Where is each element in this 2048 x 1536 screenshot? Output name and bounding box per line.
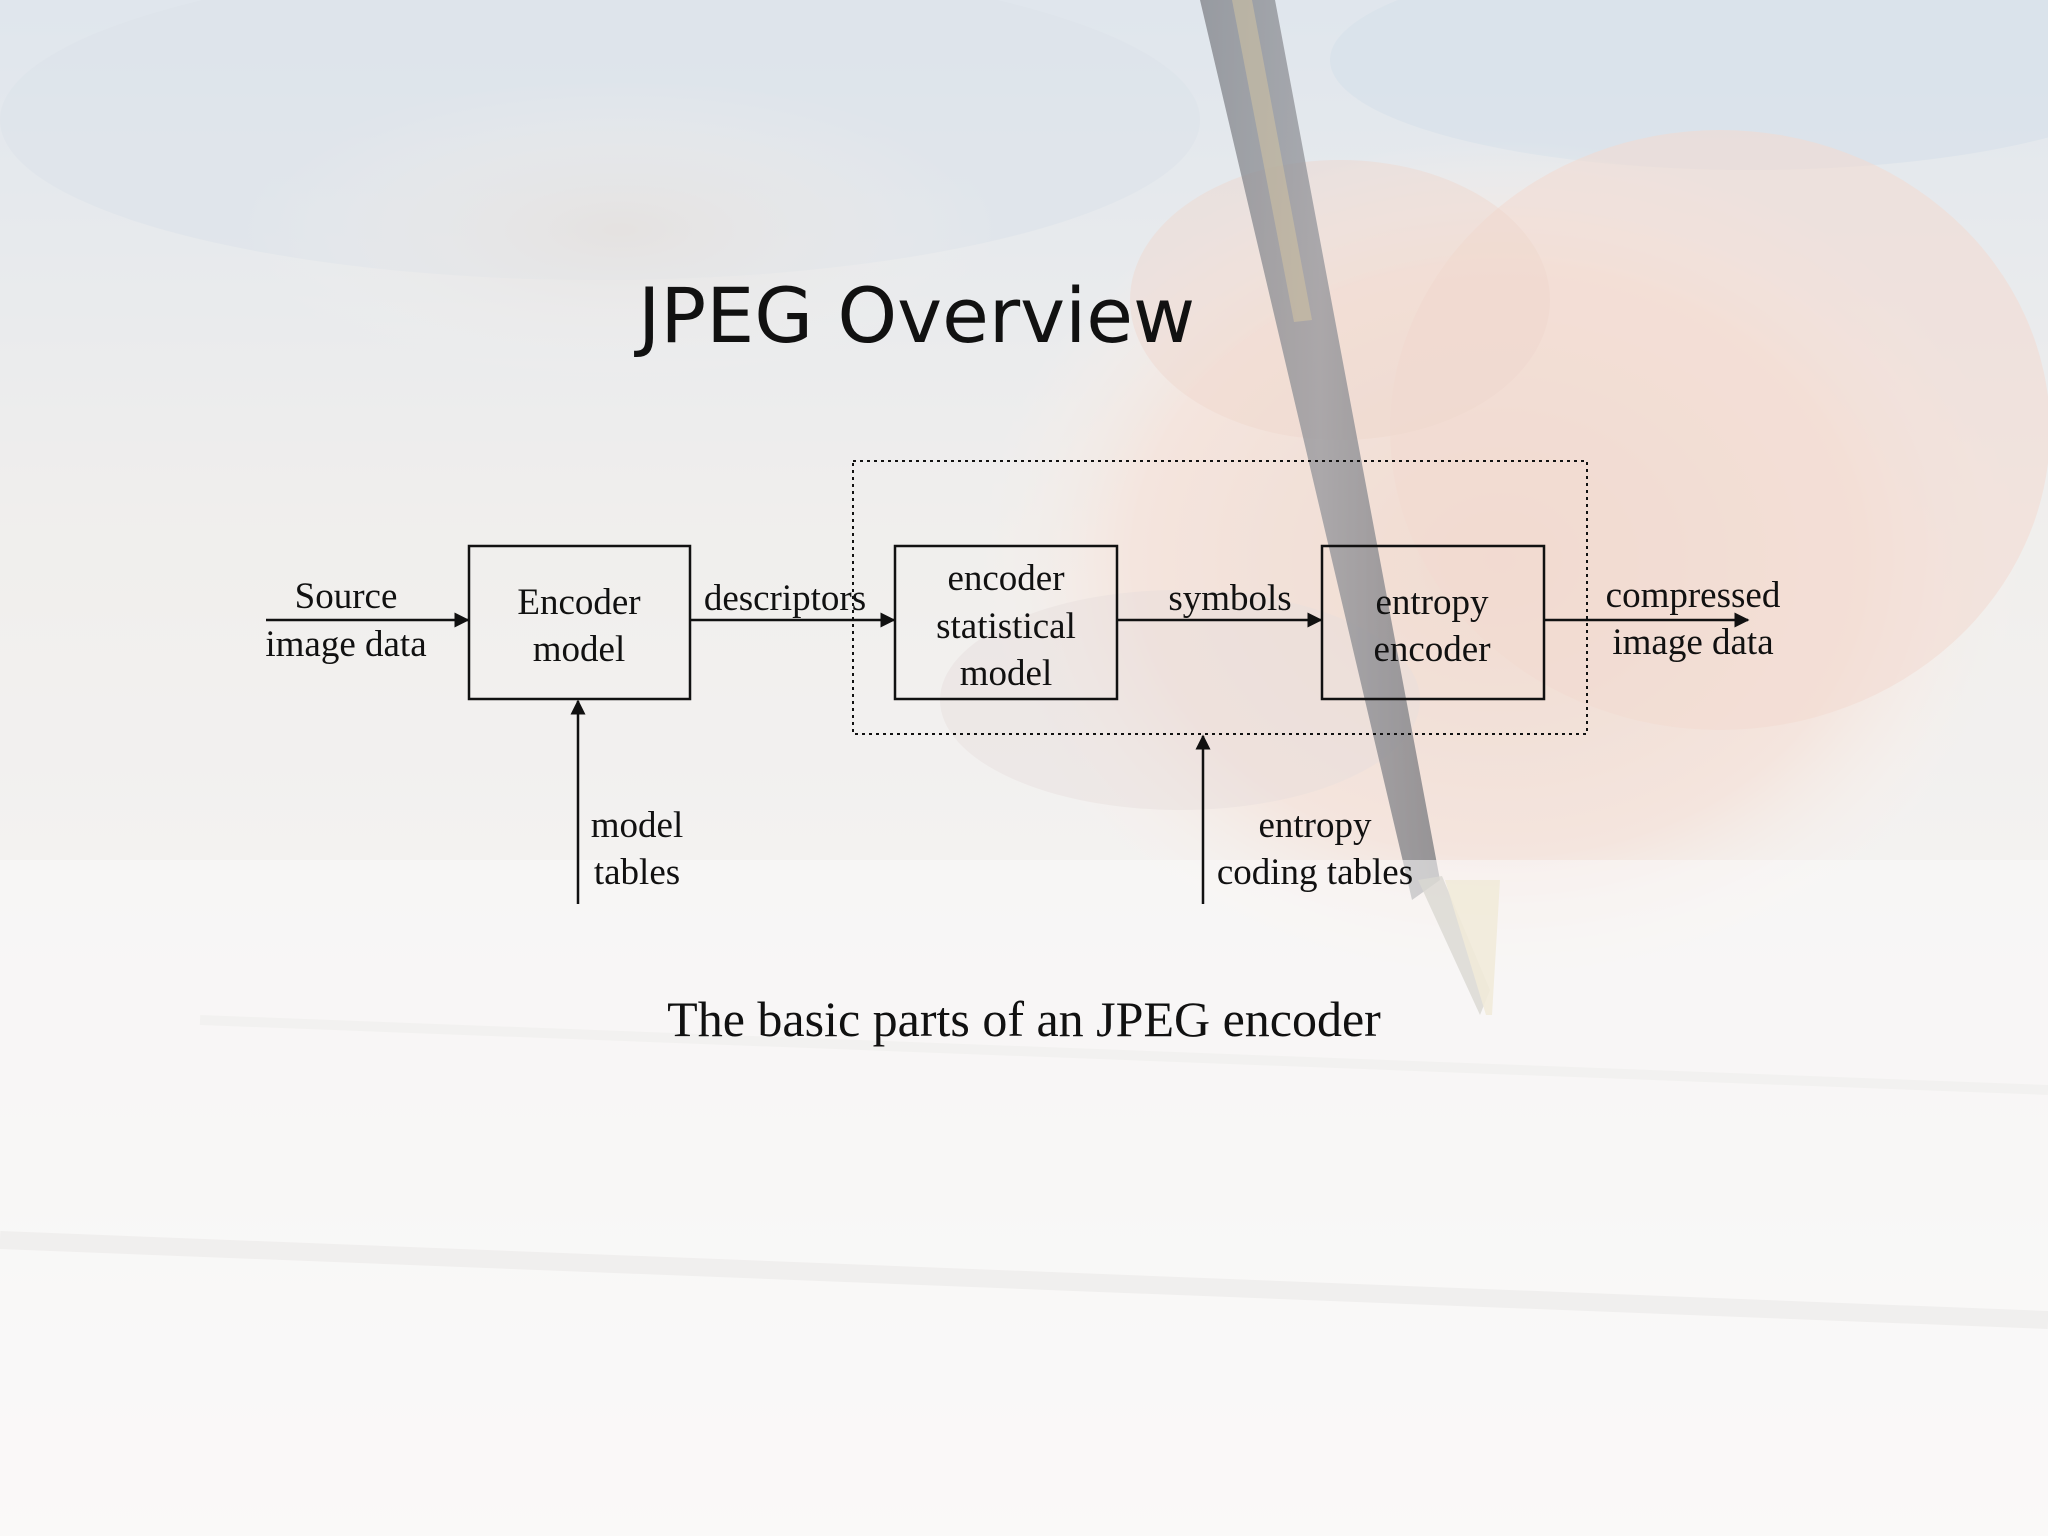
symbols-label: symbols xyxy=(1168,578,1291,619)
diagram-caption: The basic parts of an JPEG encoder xyxy=(0,990,2048,1048)
output-label-line-2: image data xyxy=(1612,622,1773,663)
output-label-line-1: compressed xyxy=(1606,575,1781,616)
statistical-model-label-line-2: statistical xyxy=(936,606,1076,647)
entropy-encoder-label-line-1: entropy xyxy=(1375,582,1489,623)
descriptors-label: descriptors xyxy=(704,578,866,619)
source-label-line-2: image data xyxy=(265,624,426,665)
entropy-tables-label-line-2: coding tables xyxy=(1217,852,1413,893)
statistical-model-label-line-3: model xyxy=(960,653,1052,694)
entropy-tables-label-line-1: entropy xyxy=(1258,805,1372,846)
model-tables-label-line-2: tables xyxy=(594,852,680,893)
entropy-stage-group xyxy=(852,460,1588,735)
entropy-encoder-label-line-2: encoder xyxy=(1373,629,1490,670)
slide-title: JPEG Overview xyxy=(638,271,1196,360)
source-label-line-1: Source xyxy=(295,576,398,617)
statistical-model-label-line-1: encoder xyxy=(947,558,1064,599)
encoder-model-label-line-1: Encoder xyxy=(517,582,640,623)
model-tables-label-line-1: model xyxy=(591,805,683,846)
encoder-model-label-line-2: model xyxy=(533,629,625,670)
caption-text: The basic parts of an JPEG encoder xyxy=(667,991,1381,1047)
